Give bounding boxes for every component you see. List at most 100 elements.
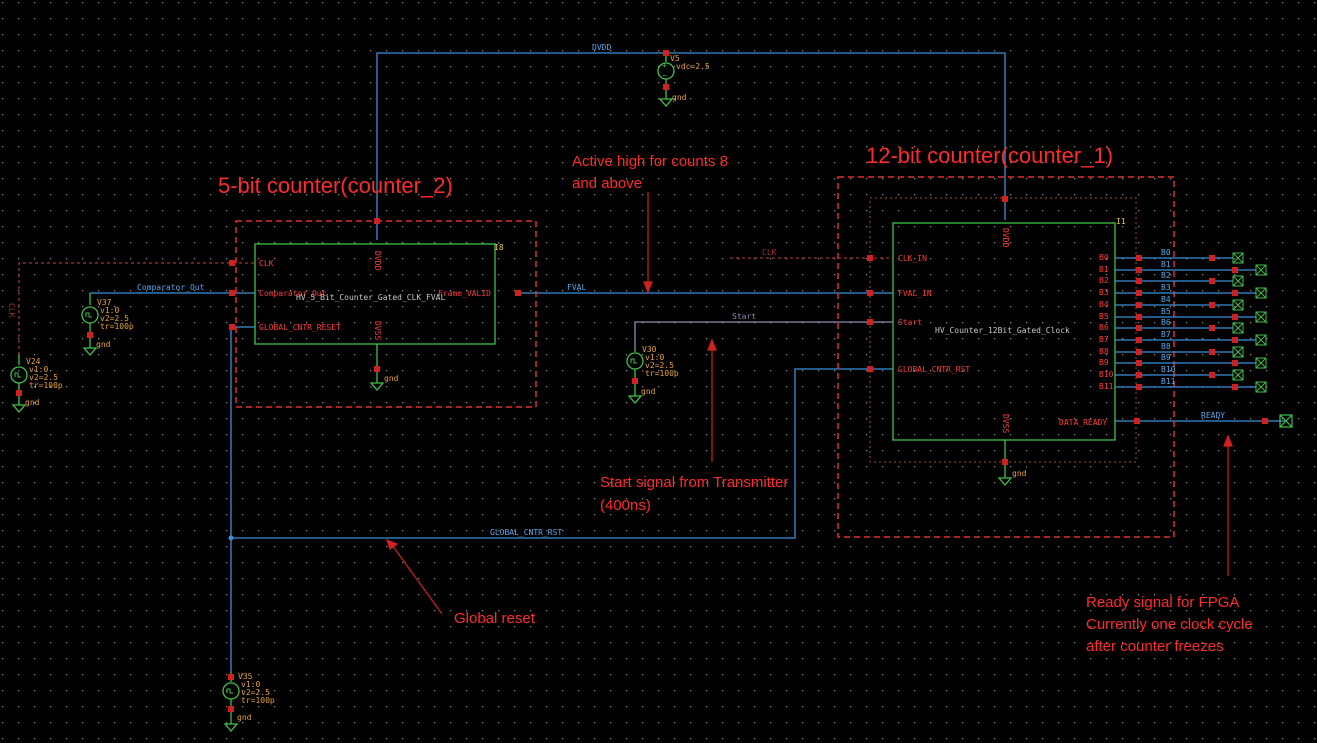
bus-bit-0[interactable] [1115,252,1244,264]
c1-pin-b1: B1 [1099,265,1109,274]
v35-param-v2: v2=2.5 [241,688,270,697]
c2-pin-clk: CLK [259,259,274,268]
v24-param-v2: v2=2.5 [29,373,58,382]
bus-bit-3[interactable] [1115,287,1267,299]
c2-pin-reset: GLOBAL_CNTR_RESET [259,323,341,332]
net-label-dvdd[interactable]: DVDD [592,43,612,52]
v37-param-v1: v1:0 [100,306,120,315]
v35-gnd-label: gnd [237,713,252,722]
bus-bit-4[interactable] [1115,299,1244,311]
global-reset-net-right[interactable] [231,368,893,539]
v30-param-v2: v2=2.5 [645,361,674,370]
c2-instance-name: I8 [494,243,504,252]
net-label-b9[interactable]: B9 [1161,353,1171,362]
v5-gnd-label: gnd [672,93,687,102]
bus-bit-7[interactable] [1115,334,1267,346]
output-bus[interactable] [1115,252,1267,393]
net-label-b8[interactable]: B8 [1161,342,1171,351]
net-label-clk-left[interactable]: CLK [7,303,16,318]
counter1-gnd-symbol [997,477,1013,486]
v35-name: V35 [238,672,253,681]
counter1-title: 12-bit counter(counter_1) [866,143,1114,168]
net-label-b5[interactable]: B5 [1161,307,1171,316]
c1-pin-b11: B11 [1099,382,1114,391]
c2-pin-dvss: DVSS [373,321,382,341]
c1-instance-name: I1 [1116,217,1126,226]
v37-param-tr: tr=100p [100,322,134,331]
c1-pin-dvss: DVSS [1001,414,1010,434]
v24-gnd-label: gnd [25,398,40,407]
c1-pin-b0: B0 [1099,253,1109,262]
counter1-region [837,176,1175,538]
c1-pin-fval-in: FVAL_IN [898,289,932,298]
net-label-b0[interactable]: B0 [1161,248,1171,257]
v5-param-vdc: vdc=2.5 [676,62,710,71]
dvdd-net[interactable] [376,52,1006,240]
net-label-comparator-out[interactable]: Comparator_Out [137,283,205,292]
v24-param-tr: tr=100p [29,381,63,390]
bus-bit-1[interactable] [1115,264,1267,276]
clk-net-left[interactable] [18,262,255,355]
counter1-pin-markers [867,196,1140,465]
counter2-region [235,220,537,408]
start-net[interactable] [634,321,893,350]
bus-bit-9[interactable] [1115,357,1267,369]
v5-name: V5 [670,54,680,63]
net-label-b10[interactable]: B10 [1161,365,1176,374]
net-label-global-cntr-rst[interactable]: GLOBAL_CNTR_RST [490,528,563,537]
v37-pin [87,332,93,338]
net-label-b7[interactable]: B7 [1161,330,1171,339]
ready-output-pin[interactable] [1262,414,1293,428]
counter1-instance[interactable] [892,222,1116,441]
v35-param-tr: tr=100p [241,696,275,705]
net-label-start[interactable]: Start [732,312,757,321]
c1-pin-b10: B10 [1099,370,1114,379]
bus-bit-5[interactable] [1115,311,1267,323]
net-label-ready[interactable]: READY [1201,411,1226,420]
counter2-pin-markers [229,218,521,372]
net-label-b4[interactable]: B4 [1161,295,1171,304]
bus-bit-10[interactable] [1115,369,1244,381]
svg-text:−: − [662,71,667,80]
bus-bit-11[interactable] [1115,381,1267,393]
bus-bit-6[interactable] [1115,322,1244,334]
net-label-fval[interactable]: FVAL [567,283,587,292]
c1-pin-clk-in: CLK_IN [898,254,927,263]
counter2-title: 5-bit counter(counter_2) [218,173,453,198]
c1-pin-b2: B2 [1099,276,1109,285]
v30-param-v1: v1:0 [645,353,665,362]
net-label-b2[interactable]: B2 [1161,271,1171,280]
c1-pin-b4: B4 [1099,300,1109,309]
counter2-instance[interactable] [254,243,496,345]
v5-dc-source[interactable]: + − [657,50,675,107]
annotation-active-high-line1: Active high for counts 8 [572,153,728,170]
counter2-gnd-symbol [369,382,385,391]
counter1-gnd-label: gnd [1012,469,1027,478]
v24-param-v1: v1:0 [29,365,49,374]
c1-pin-reset: GLOBAL_CNTR_RST [898,365,971,374]
counter2-gnd-label: gnd [384,374,399,383]
c1-pin-b6: B6 [1099,323,1109,332]
net-label-clk-mid[interactable]: CLK [762,248,777,257]
v30-pin [632,378,638,384]
net-label-b3[interactable]: B3 [1161,283,1171,292]
v24-pin [16,390,22,396]
annotation-ready-line1: Ready signal for FPGA [1086,594,1240,611]
v35-param-v1: v1:0 [241,680,261,689]
annotation-start-line2: (400ns) [600,497,651,514]
bus-bit-8[interactable] [1115,346,1244,358]
v24-name: V24 [26,357,41,366]
bus-bit-2[interactable] [1115,275,1244,287]
net-label-b11[interactable]: B11 [1161,377,1176,386]
c2-cell-name: HV_5_Bit_Counter_Gated_CLK_FVAL [296,293,446,302]
net-label-b6[interactable]: B6 [1161,318,1171,327]
c1-pin-b8: B8 [1099,347,1109,356]
annotation-ready-line2: Currently one clock cycle [1086,616,1253,633]
v30-name: V30 [642,345,657,354]
net-label-b1[interactable]: B1 [1161,260,1171,269]
junction-dot [228,535,234,541]
v35-pin-top [228,674,234,680]
c2-pin-comparator: Comparator_Out [259,289,327,298]
c1-pin-dvdd: DVDD [1001,228,1010,248]
